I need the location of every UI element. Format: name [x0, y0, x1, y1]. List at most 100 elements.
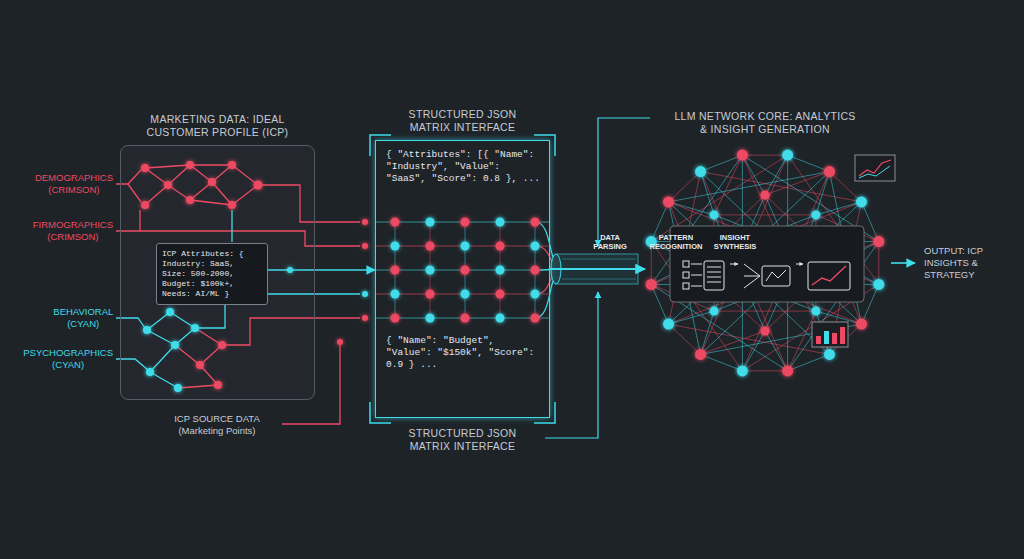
neural-mesh — [742, 155, 787, 156]
network-dot — [174, 384, 182, 392]
json-matrix-grid — [496, 266, 505, 275]
chart-icon — [812, 155, 895, 347]
chart-icon — [840, 327, 845, 344]
network-dot — [141, 201, 149, 209]
json-matrix-grid — [426, 314, 435, 323]
json-matrix-grid — [496, 242, 505, 251]
neural-mesh — [742, 370, 787, 371]
step-label: DATA PARSING — [584, 233, 636, 251]
neural-mesh — [824, 349, 835, 360]
json-matrix-grid — [426, 218, 435, 227]
section-title: MARKETING DATA: IDEAL CUSTOMER PROFILE (… — [118, 113, 318, 139]
neural-mesh — [856, 196, 867, 207]
json-matrix-grid — [391, 290, 400, 299]
neural-mesh — [816, 202, 862, 215]
network-dot — [254, 181, 263, 190]
neural-mesh — [669, 324, 701, 354]
neural-mesh — [811, 307, 820, 316]
flow-connector — [796, 264, 803, 265]
neural-mesh — [742, 155, 765, 195]
step-icon — [683, 283, 689, 289]
neural-mesh — [737, 365, 748, 376]
leader-line — [545, 292, 598, 438]
neural-mesh — [701, 172, 715, 215]
json-matrix-grid — [496, 218, 505, 227]
flow-connector — [550, 268, 645, 270]
neural-mesh — [782, 150, 793, 161]
category-label: DEMOGRAPHICS (CRIMSON) — [35, 172, 113, 196]
json-matrix-grid — [496, 290, 505, 299]
network-dot — [191, 324, 199, 332]
neural-mesh — [878, 242, 879, 285]
crimson-wire — [175, 328, 222, 388]
network-dot — [362, 315, 368, 321]
panel-fill — [120, 145, 315, 400]
step-icon — [683, 261, 850, 290]
neural-mesh — [646, 279, 657, 290]
json-matrix-grid — [391, 242, 400, 251]
json-matrix-grid — [461, 266, 470, 275]
output-arrow — [891, 262, 915, 264]
neural-mesh — [742, 331, 765, 371]
json-matrix-grid — [375, 218, 558, 323]
step-icon — [744, 264, 760, 288]
step-icon — [808, 262, 850, 290]
json-matrix-grid — [531, 266, 540, 275]
json-text: ICP Attributes: { Industry: SaaS, Size: … — [162, 249, 262, 299]
chart-icon — [855, 155, 895, 181]
neural-mesh — [782, 365, 793, 376]
neural-mesh — [714, 155, 742, 215]
step-icon — [762, 266, 790, 286]
json-matrix-grid — [391, 218, 400, 227]
step-icon — [704, 261, 724, 290]
neural-mesh — [761, 191, 770, 200]
chart-icon — [816, 336, 821, 344]
output-arrow — [891, 263, 915, 264]
corner-bracket — [534, 402, 555, 423]
neural-mesh — [669, 172, 830, 202]
crimson-wire — [116, 165, 360, 424]
neural-mesh — [669, 172, 701, 202]
json-matrix-box: STRUCTURED JSON MATRIX INTERFACE{ "Attri… — [375, 140, 550, 418]
json-matrix-grid — [531, 314, 540, 323]
json-matrix-grid — [426, 242, 435, 251]
json-matrix-grid — [461, 314, 470, 323]
network-dot — [143, 326, 151, 334]
neural-mesh — [663, 319, 674, 330]
network-dot — [186, 196, 194, 204]
neural-mesh — [710, 307, 719, 316]
neural-mesh — [701, 172, 862, 202]
json-matrix-grid — [391, 314, 400, 323]
neural-mesh — [695, 349, 706, 360]
cyan-wire — [231, 210, 232, 242]
neural-mesh — [824, 166, 835, 177]
process-step: INSIGHT SYNTHESIS — [803, 233, 855, 295]
category-label: BEHAVIORAL (CYAN) — [53, 306, 113, 330]
process-panel — [670, 226, 864, 302]
attribute-note: ICP Attributes: { Industry: SaaS, Size: … — [156, 243, 268, 305]
network-dot — [337, 339, 343, 345]
neural-mesh — [856, 319, 867, 330]
neural-mesh — [701, 331, 765, 354]
network-dot — [141, 161, 368, 392]
crimson-wire — [258, 185, 360, 222]
output-label: OUTPUT: ICP INSIGHTS & STRATEGY — [924, 245, 998, 281]
neural-mesh — [737, 150, 748, 161]
section-title: STRUCTURED JSON MATRIX INTERFACE — [375, 108, 550, 134]
chart-icon — [832, 333, 837, 344]
json-matrix-grid — [531, 218, 540, 227]
source-panel: ICP Attributes: { Industry: SaaS, Size: … — [120, 145, 315, 400]
step-label: PATTERN RECOGNITION — [647, 233, 705, 251]
category-label: PSYCHOGRAPHICS (CYAN) — [23, 347, 113, 371]
step-icon — [812, 266, 846, 285]
neural-mesh — [710, 210, 719, 219]
step-icon — [691, 264, 702, 286]
json-text: { "Attributes": [{ "Name": "Industry", "… — [386, 149, 541, 185]
neural-mesh — [663, 196, 674, 207]
neural-mesh — [873, 279, 884, 290]
neural-mesh — [701, 311, 715, 354]
crimson-wire — [128, 184, 141, 202]
json-matrix-grid — [461, 218, 470, 227]
neural-mesh — [646, 150, 885, 377]
chart-icon — [824, 331, 829, 344]
